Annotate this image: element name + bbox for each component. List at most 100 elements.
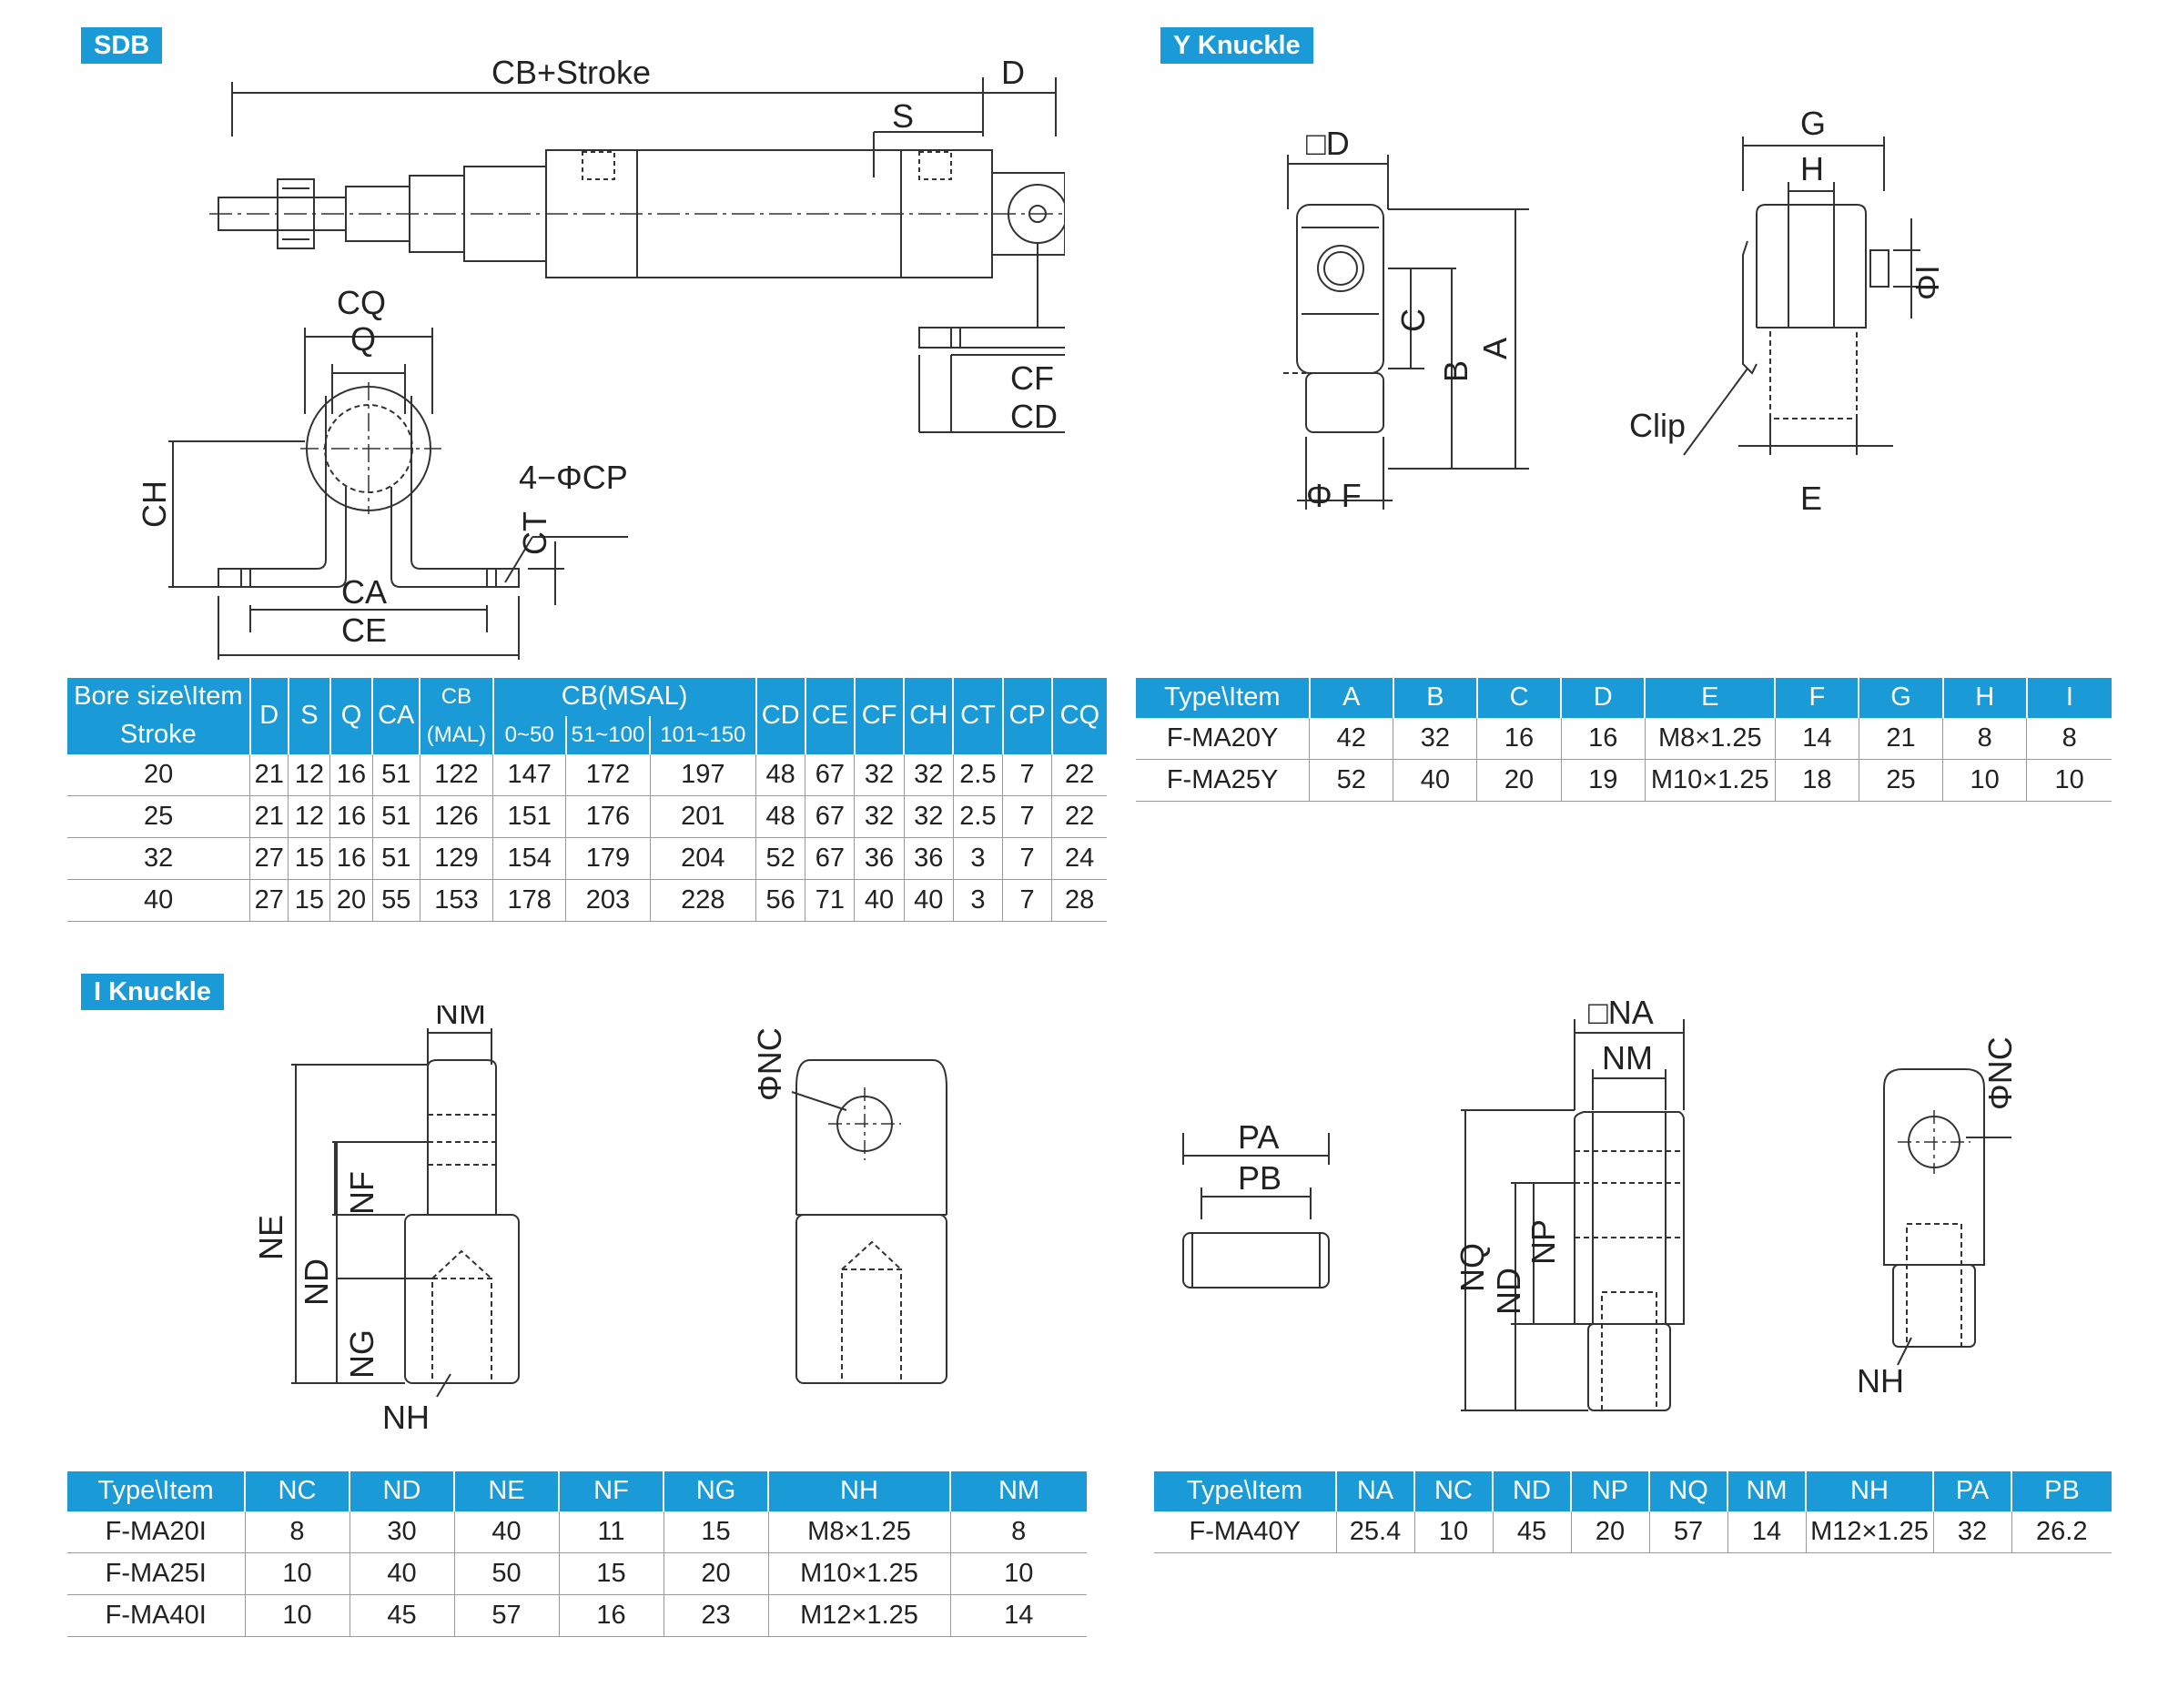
label-y-b: B: [1437, 360, 1474, 382]
table-cell: 32: [903, 795, 954, 838]
table-cell: M10×1.25: [1644, 759, 1776, 802]
header-cf: CF: [853, 678, 905, 754]
table-cell: 25.4: [1335, 1511, 1414, 1553]
table-cell: 197: [649, 754, 756, 796]
table-cell: 10: [1413, 1511, 1493, 1553]
table-cell: F-MA40Y: [1154, 1511, 1336, 1553]
y-table-header: D: [1560, 678, 1646, 718]
table-cell: 28: [1051, 879, 1107, 922]
table-cell: 25: [1858, 759, 1943, 802]
table-cell: 57: [453, 1594, 559, 1637]
table-cell: 10: [1942, 759, 2027, 802]
label-cb-stroke: CB+Stroke: [491, 54, 651, 91]
table-cell: 52: [1309, 759, 1393, 802]
table-cell: 36: [903, 837, 954, 880]
table-cell: 40: [854, 879, 905, 922]
table-cell: 32: [1393, 718, 1477, 760]
y-table-header: B: [1392, 678, 1477, 718]
table-cell: 26.2: [2011, 1511, 2112, 1553]
header-cb-msal: CB(MSAL): [491, 678, 756, 716]
y-table-header: I: [2025, 678, 2112, 718]
table-cell: 51: [371, 754, 420, 796]
label-y-h: H: [1800, 150, 1824, 187]
table-cell: 20: [1570, 1511, 1649, 1553]
i-table-header: NC: [244, 1471, 350, 1511]
label-nm: NM: [1602, 1039, 1653, 1076]
table-cell: 32: [854, 754, 905, 796]
header-range-1: 0~50: [491, 716, 566, 754]
table-cell: F-MA40I: [67, 1594, 245, 1637]
sdb-table: Bore size\Item D S Q CA CB CB(MSAL) CD C…: [67, 678, 1107, 922]
table-cell: 12: [288, 754, 330, 796]
table-cell: 10: [949, 1552, 1087, 1595]
table-cell: 172: [565, 754, 651, 796]
table-cell: M10×1.25: [767, 1552, 950, 1595]
table-cell: 8: [244, 1511, 350, 1553]
label-i-nf: NF: [343, 1171, 380, 1215]
table-cell: 7: [1001, 837, 1052, 880]
table-cell: 21: [249, 754, 289, 796]
header-range-3: 101~150: [649, 716, 756, 754]
table-cell: 10: [2026, 759, 2112, 802]
y-table-header: C: [1475, 678, 1562, 718]
label-i-ne: NE: [252, 1215, 289, 1260]
table-cell: 67: [805, 795, 855, 838]
header-cp: CP: [1001, 678, 1052, 754]
y40-table-header: NP: [1570, 1471, 1649, 1511]
table-cell: 154: [492, 837, 566, 880]
table-cell: 20: [67, 754, 250, 796]
table-cell: 67: [805, 837, 855, 880]
table-cell: 55: [371, 879, 420, 922]
i-table-header: ND: [349, 1471, 454, 1511]
label-y-g: G: [1800, 109, 1826, 142]
table-cell: 40: [67, 879, 250, 922]
table-cell: 20: [329, 879, 373, 922]
table-cell: 14: [949, 1594, 1087, 1637]
table-cell: 19: [1560, 759, 1646, 802]
label-d: D: [1001, 54, 1025, 91]
y40-table-header: PA: [1932, 1471, 2011, 1511]
table-cell: 179: [565, 837, 651, 880]
table-cell: 24: [1051, 837, 1107, 880]
table-cell: 15: [288, 837, 330, 880]
table-cell: 56: [755, 879, 805, 922]
header-bore-size: Bore size\Item: [67, 678, 250, 716]
table-cell: 15: [663, 1511, 768, 1553]
y40-table-header: NQ: [1648, 1471, 1727, 1511]
i-table-header: NM: [949, 1471, 1087, 1511]
table-cell: 14: [1727, 1511, 1806, 1553]
label-cq: CQ: [337, 284, 386, 321]
y40-table-header: NC: [1413, 1471, 1493, 1511]
label-y-i: ΦI: [1909, 265, 1946, 300]
table-cell: 204: [649, 837, 756, 880]
y40-table-header: PB: [2011, 1471, 2112, 1511]
table-cell: 2.5: [952, 754, 1003, 796]
table-cell: 10: [244, 1552, 350, 1595]
header-cq: CQ: [1050, 678, 1107, 754]
header-s: S: [287, 678, 330, 754]
table-cell: 16: [329, 837, 373, 880]
label-i-ng: NG: [343, 1329, 380, 1379]
table-cell: 48: [755, 795, 805, 838]
table-cell: 10: [244, 1594, 350, 1637]
table-cell: 147: [492, 754, 566, 796]
table-cell: 7: [1001, 795, 1052, 838]
label-na: □NA: [1588, 1001, 1654, 1031]
table-cell: 153: [419, 879, 493, 922]
table-cell: 27: [249, 837, 289, 880]
table-cell: 21: [1858, 718, 1943, 760]
table-cell: 8: [949, 1511, 1087, 1553]
label-cf: CF: [1010, 359, 1054, 397]
table-cell: 178: [492, 879, 566, 922]
label-i-nm: NM: [435, 1006, 486, 1031]
table-cell: 30: [349, 1511, 454, 1553]
label-i-nh: NH: [382, 1399, 430, 1436]
table-cell: 8: [2026, 718, 2112, 760]
